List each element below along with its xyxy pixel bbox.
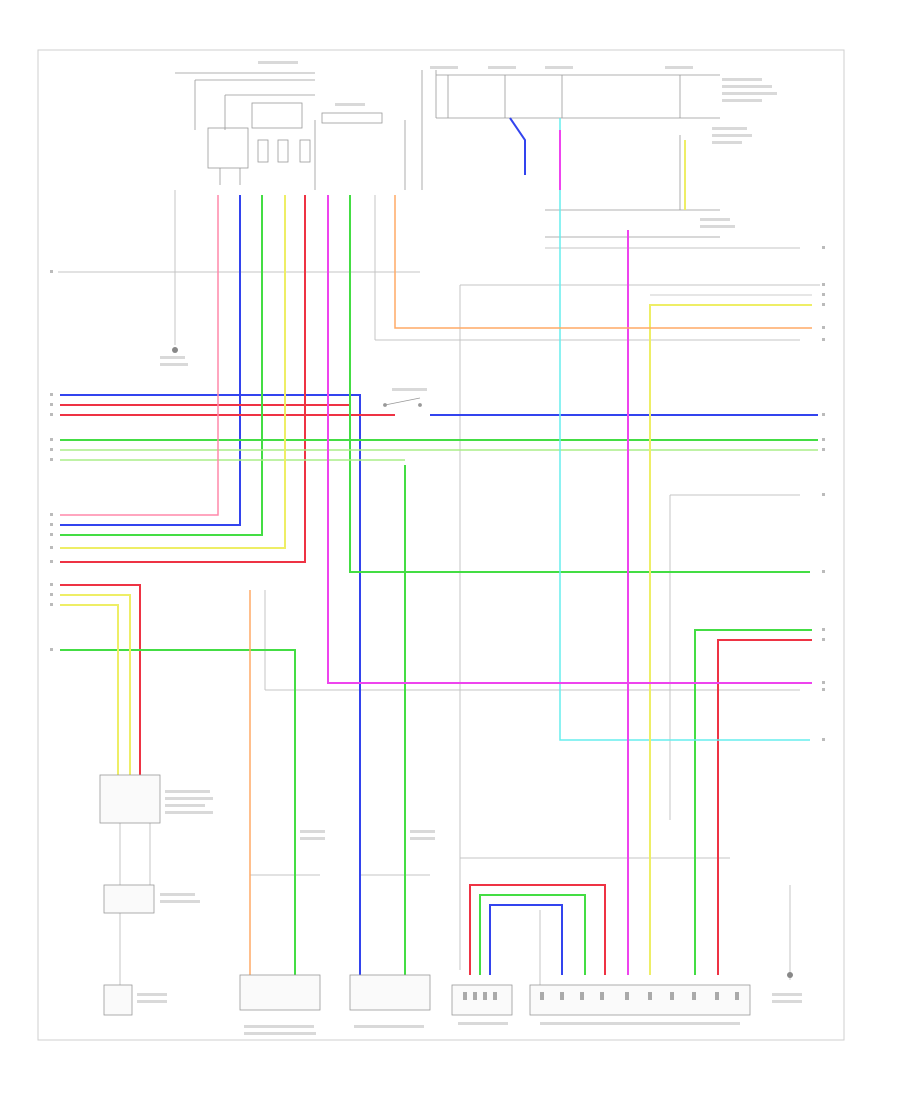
power-switch (175, 72, 406, 190)
red-wires (60, 195, 812, 975)
control-module-right (529, 984, 751, 1016)
ground-point (172, 347, 793, 978)
light-green-wires (60, 449, 818, 461)
orange-wires (249, 195, 812, 975)
magenta-wires (327, 130, 812, 975)
gray-wires (58, 190, 820, 1010)
control-module-left (239, 974, 431, 1011)
connector-pins (463, 992, 739, 1000)
yellow-wires (60, 140, 812, 975)
sensor-assembly-left-labels (137, 790, 213, 1003)
junction-connector-a (451, 984, 513, 1016)
sensor-assembly-left (99, 774, 161, 1016)
pink-wires (60, 195, 219, 516)
cyan-wires (559, 118, 810, 741)
bottom-labels (244, 830, 802, 1035)
front-wheel-speed-sensor (160, 356, 188, 366)
blue-wires (60, 117, 818, 975)
diagram-frame (37, 49, 845, 1041)
transmission-switch (383, 388, 427, 407)
right-edge-terminals (822, 246, 825, 741)
green-wires (60, 195, 818, 975)
left-edge-terminals (50, 270, 53, 651)
engine-room-fuse-block (421, 70, 720, 238)
top-labels (258, 61, 777, 228)
